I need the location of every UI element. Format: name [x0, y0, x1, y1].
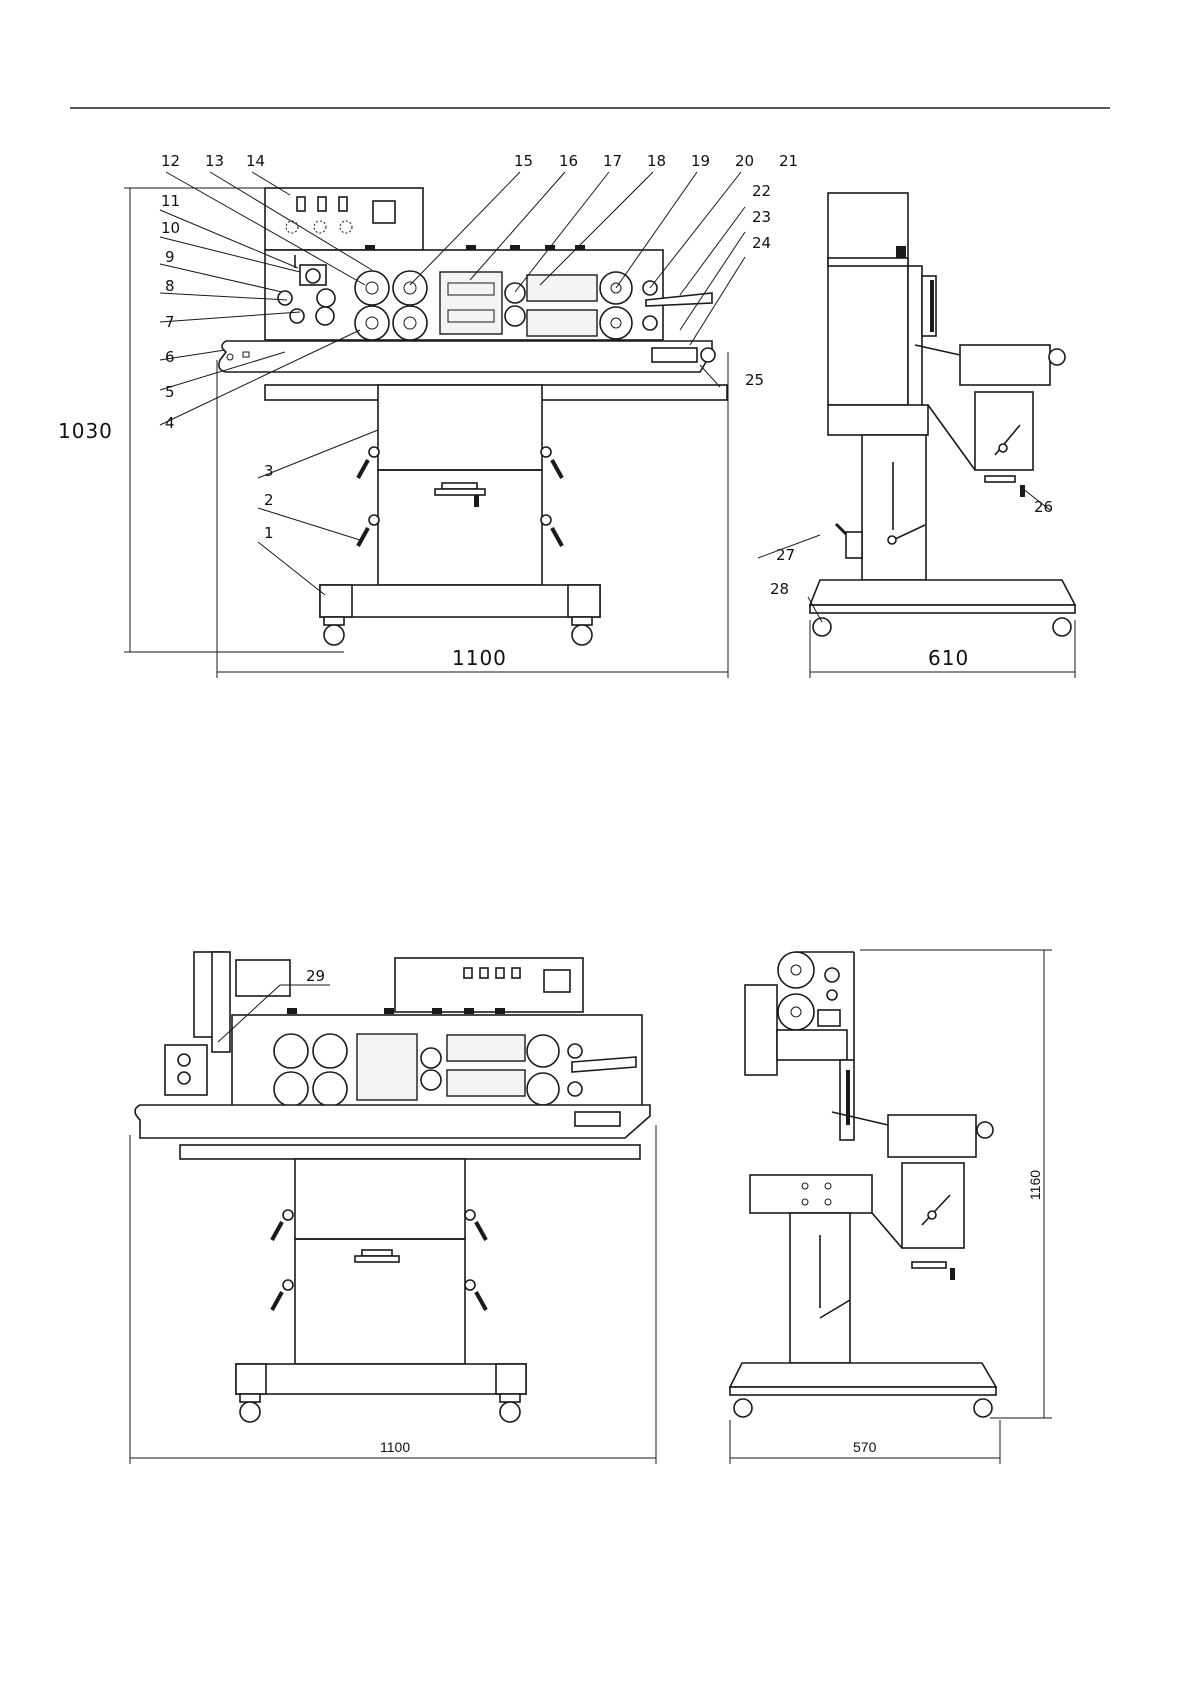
handwheel: [836, 524, 862, 558]
width-dimension: 1100: [380, 1439, 410, 1455]
lever-handle: [541, 515, 562, 546]
callout-label: 23: [752, 208, 771, 226]
lever-handle: [358, 515, 379, 546]
callout-label: 26: [1034, 498, 1053, 516]
callout-label: 27: [776, 546, 795, 564]
callout-label: 21: [779, 152, 798, 170]
callout-label: 14: [246, 152, 265, 170]
lever-handle: [272, 1280, 293, 1310]
height-dimension: 1160: [1027, 1170, 1043, 1200]
lever-handle: [465, 1210, 486, 1240]
callout-label: 5: [165, 383, 175, 401]
width-dimension: 570: [853, 1439, 877, 1455]
callout-label: 18: [647, 152, 666, 170]
callout-label: 1: [264, 524, 274, 542]
callout-label: 6: [165, 348, 175, 366]
callout-label: 13: [205, 152, 224, 170]
lever-handle: [272, 1210, 293, 1240]
width-dimension: 610: [928, 646, 969, 670]
callout-label: 17: [603, 152, 622, 170]
callout-label: 15: [514, 152, 533, 170]
lever-handle: [465, 1280, 486, 1310]
callout-label: 7: [165, 313, 175, 331]
lever-handle: [358, 447, 379, 478]
callout-label: 25: [745, 371, 764, 389]
callout-label: 22: [752, 182, 771, 200]
top-side-view: [758, 193, 1075, 678]
callout-label: 2: [264, 491, 274, 509]
callout-label: 12: [161, 152, 180, 170]
callout-label: 29: [306, 967, 325, 985]
callout-label: 11: [161, 192, 180, 210]
height-dimension: 1030: [58, 419, 113, 443]
callout-label: 19: [691, 152, 710, 170]
callout-label: 9: [165, 248, 175, 266]
callout-label: 16: [559, 152, 578, 170]
top-front-view: [124, 172, 745, 678]
callout-label: 24: [752, 234, 771, 252]
bottom-front-view: [130, 952, 656, 1464]
lever-handle: [541, 447, 562, 478]
width-dimension: 1100: [452, 646, 507, 670]
callout-label: 8: [165, 277, 175, 295]
callout-label: 20: [735, 152, 754, 170]
callout-label: 4: [165, 414, 175, 432]
callout-label: 3: [264, 462, 274, 480]
callout-label: 10: [161, 219, 180, 237]
bottom-side-view: [730, 950, 1052, 1464]
callout-label: 28: [770, 580, 789, 598]
